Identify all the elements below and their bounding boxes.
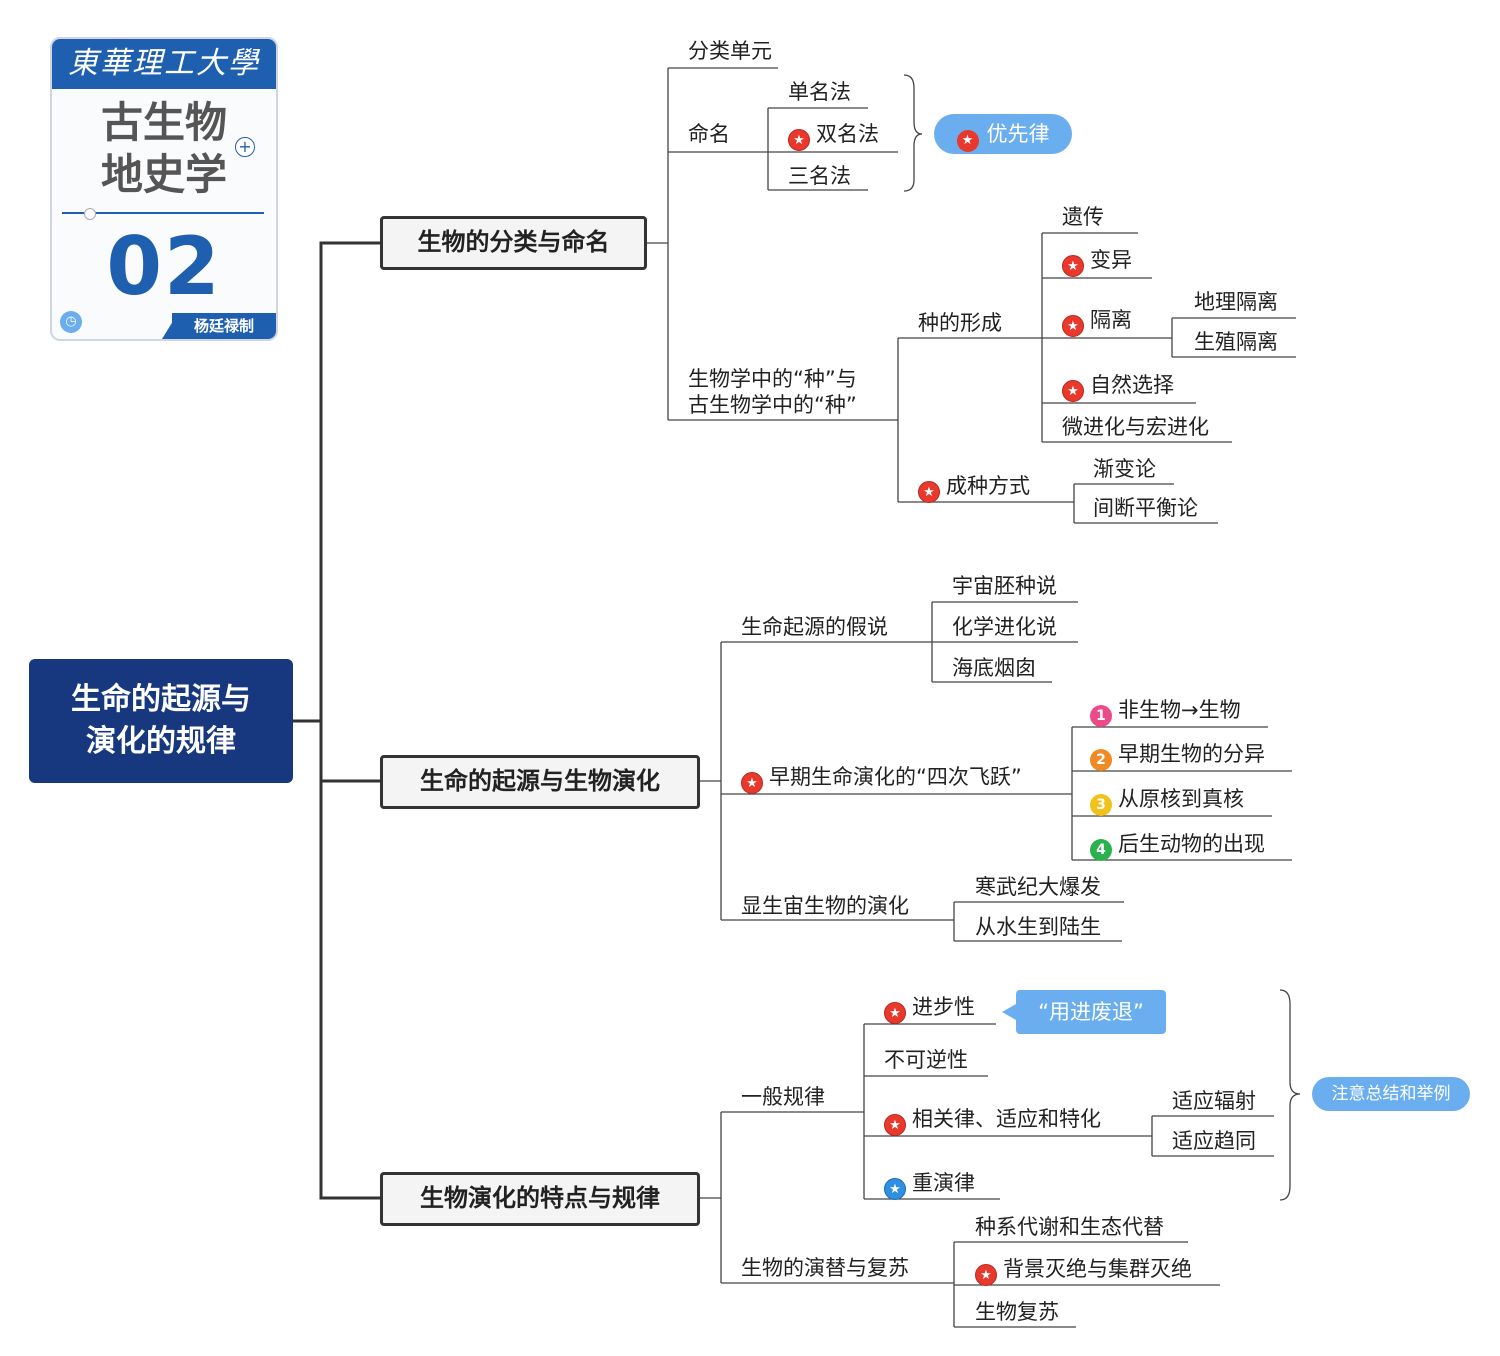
node-biotic-recovery[interactable]: 生物复苏: [975, 1300, 1059, 1324]
star-icon: ★: [884, 1114, 906, 1136]
node-leap-3-label: 从原核到真核: [1118, 787, 1244, 811]
star-icon: ★: [975, 1264, 997, 1286]
node-punctuated-equilibrium[interactable]: 间断平衡论: [1093, 496, 1198, 520]
slider-knob-icon: [84, 208, 96, 220]
node-variation-label: 变异: [1090, 248, 1132, 272]
course-title-line1: 古生物: [100, 98, 227, 147]
cover-divider: [62, 212, 264, 214]
star-icon: ★: [741, 772, 763, 794]
root-topic-line2: 演化的规律: [86, 724, 236, 759]
star-icon: ★: [1062, 255, 1084, 277]
star-icon: ★: [1062, 380, 1084, 402]
node-binomial-label: 双名法: [816, 122, 879, 146]
chapter-number: 02: [106, 220, 222, 313]
node-speciation-label: 成种方式: [946, 474, 1030, 498]
node-leap-2[interactable]: 2 早期生物的分异: [1090, 741, 1265, 771]
priority-rule-pill[interactable]: ★ 优先律: [934, 114, 1072, 154]
star-icon: ★: [918, 481, 940, 503]
node-progressiveness[interactable]: ★ 进步性: [884, 994, 975, 1024]
number-3-icon: 3: [1090, 794, 1112, 816]
node-four-leaps-label: 早期生命演化的“四次飞跃”: [769, 765, 1022, 789]
node-variation[interactable]: ★ 变异: [1062, 247, 1132, 277]
node-isolation[interactable]: ★ 隔离: [1062, 307, 1132, 337]
use-disuse-callout[interactable]: “用进废退”: [1002, 990, 1166, 1034]
node-species-line1: 生物学中的“种”与: [688, 367, 857, 391]
node-chemical-evolution[interactable]: 化学进化说: [952, 615, 1057, 639]
node-correlation-label: 相关律、适应和特化: [912, 1107, 1101, 1131]
star-icon: ★: [788, 129, 810, 151]
node-recapitulation[interactable]: ★ 重演律: [884, 1170, 975, 1200]
node-adaptive-radiation[interactable]: 适应辐射: [1172, 1089, 1256, 1113]
node-extinction-label: 背景灭绝与集群灭绝: [1003, 1257, 1192, 1281]
node-leap-4-label: 后生动物的出现: [1118, 832, 1265, 856]
star-icon: ★: [884, 1002, 906, 1024]
number-2-icon: 2: [1090, 749, 1112, 771]
branch-evolution-rules[interactable]: 生物演化的特点与规律: [380, 1172, 700, 1226]
book-cover: 東華理工大學 古生物 地史学 + 02 ◷ 杨廷禄制: [50, 37, 278, 341]
node-phanerozoic-evolution[interactable]: 显生宙生物的演化: [741, 894, 909, 918]
plus-icon: +: [235, 137, 255, 157]
node-succession-recovery[interactable]: 生物的演替与复苏: [741, 1256, 909, 1280]
node-micro-macro-evolution[interactable]: 微进化与宏进化: [1062, 415, 1209, 439]
priority-rule-label: 优先律: [986, 122, 1050, 146]
root-topic-line1: 生命的起源与: [71, 682, 251, 717]
node-irreversibility[interactable]: 不可逆性: [884, 1048, 968, 1072]
node-progressiveness-label: 进步性: [912, 995, 975, 1019]
node-cambrian-explosion[interactable]: 寒武纪大爆发: [975, 875, 1101, 899]
node-recapitulation-label: 重演律: [912, 1171, 975, 1195]
node-convergence[interactable]: 适应趋同: [1172, 1129, 1256, 1153]
node-heredity[interactable]: 遗传: [1062, 205, 1104, 229]
node-leap-3[interactable]: 3 从原核到真核: [1090, 786, 1244, 816]
node-hydrothermal-vents[interactable]: 海底烟囱: [952, 656, 1036, 680]
summary-note-pill[interactable]: 注意总结和举例: [1312, 1077, 1470, 1111]
node-naming[interactable]: 命名: [688, 122, 730, 146]
node-species-concept[interactable]: 生物学中的“种”与 古生物学中的“种”: [688, 366, 857, 418]
node-leap-2-label: 早期生物的分异: [1118, 742, 1265, 766]
course-title: 古生物 地史学: [52, 97, 276, 201]
number-1-icon: 1: [1090, 705, 1112, 727]
node-natural-selection-label: 自然选择: [1090, 373, 1174, 397]
branch-origin-evolution[interactable]: 生命的起源与生物演化: [380, 755, 700, 809]
node-gradualism[interactable]: 渐变论: [1093, 457, 1156, 481]
node-taxonomic-unit[interactable]: 分类单元: [688, 39, 772, 63]
node-species-line2: 古生物学中的“种”: [688, 393, 857, 417]
node-origin-hypotheses[interactable]: 生命起源的假说: [741, 615, 888, 639]
node-correlation-adaptation[interactable]: ★ 相关律、适应和特化: [884, 1106, 1101, 1136]
course-title-line2: 地史学: [100, 150, 227, 199]
node-isolation-label: 隔离: [1090, 308, 1132, 332]
node-leap-1[interactable]: 1 非生物→生物: [1090, 697, 1241, 727]
node-extinction[interactable]: ★ 背景灭绝与集群灭绝: [975, 1256, 1192, 1286]
node-reproductive-isolation[interactable]: 生殖隔离: [1194, 330, 1278, 354]
node-geographic-isolation[interactable]: 地理隔离: [1194, 290, 1278, 314]
node-natural-selection[interactable]: ★ 自然选择: [1062, 372, 1174, 402]
root-topic[interactable]: 生命的起源与 演化的规律: [29, 659, 293, 783]
node-species-formation[interactable]: 种的形成: [918, 311, 1002, 335]
node-leap-4[interactable]: 4 后生动物的出现: [1090, 831, 1265, 861]
node-four-leaps[interactable]: ★ 早期生命演化的“四次飞跃”: [741, 764, 1022, 794]
branch-classification-naming[interactable]: 生物的分类与命名: [380, 216, 647, 270]
number-4-icon: 4: [1090, 839, 1112, 861]
node-trinomial[interactable]: 三名法: [788, 164, 851, 188]
node-binomial[interactable]: ★ 双名法: [788, 121, 879, 151]
university-logo-text: 東華理工大學: [52, 39, 276, 89]
star-icon: ★: [956, 130, 979, 152]
node-water-to-land[interactable]: 从水生到陆生: [975, 915, 1101, 939]
node-panspermia[interactable]: 宇宙胚种说: [952, 574, 1057, 598]
node-single-name[interactable]: 单名法: [788, 80, 851, 104]
node-lineage-replacement[interactable]: 种系代谢和生态代替: [975, 1215, 1164, 1239]
node-general-rules[interactable]: 一般规律: [741, 1085, 825, 1109]
clock-icon: ◷: [60, 311, 82, 333]
author-label: 杨廷禄制: [172, 313, 276, 339]
star-icon: ★: [1062, 315, 1084, 337]
node-speciation-mode[interactable]: ★ 成种方式: [918, 473, 1030, 503]
node-leap-1-label: 非生物→生物: [1118, 698, 1241, 722]
star-icon-blue: ★: [884, 1178, 906, 1200]
